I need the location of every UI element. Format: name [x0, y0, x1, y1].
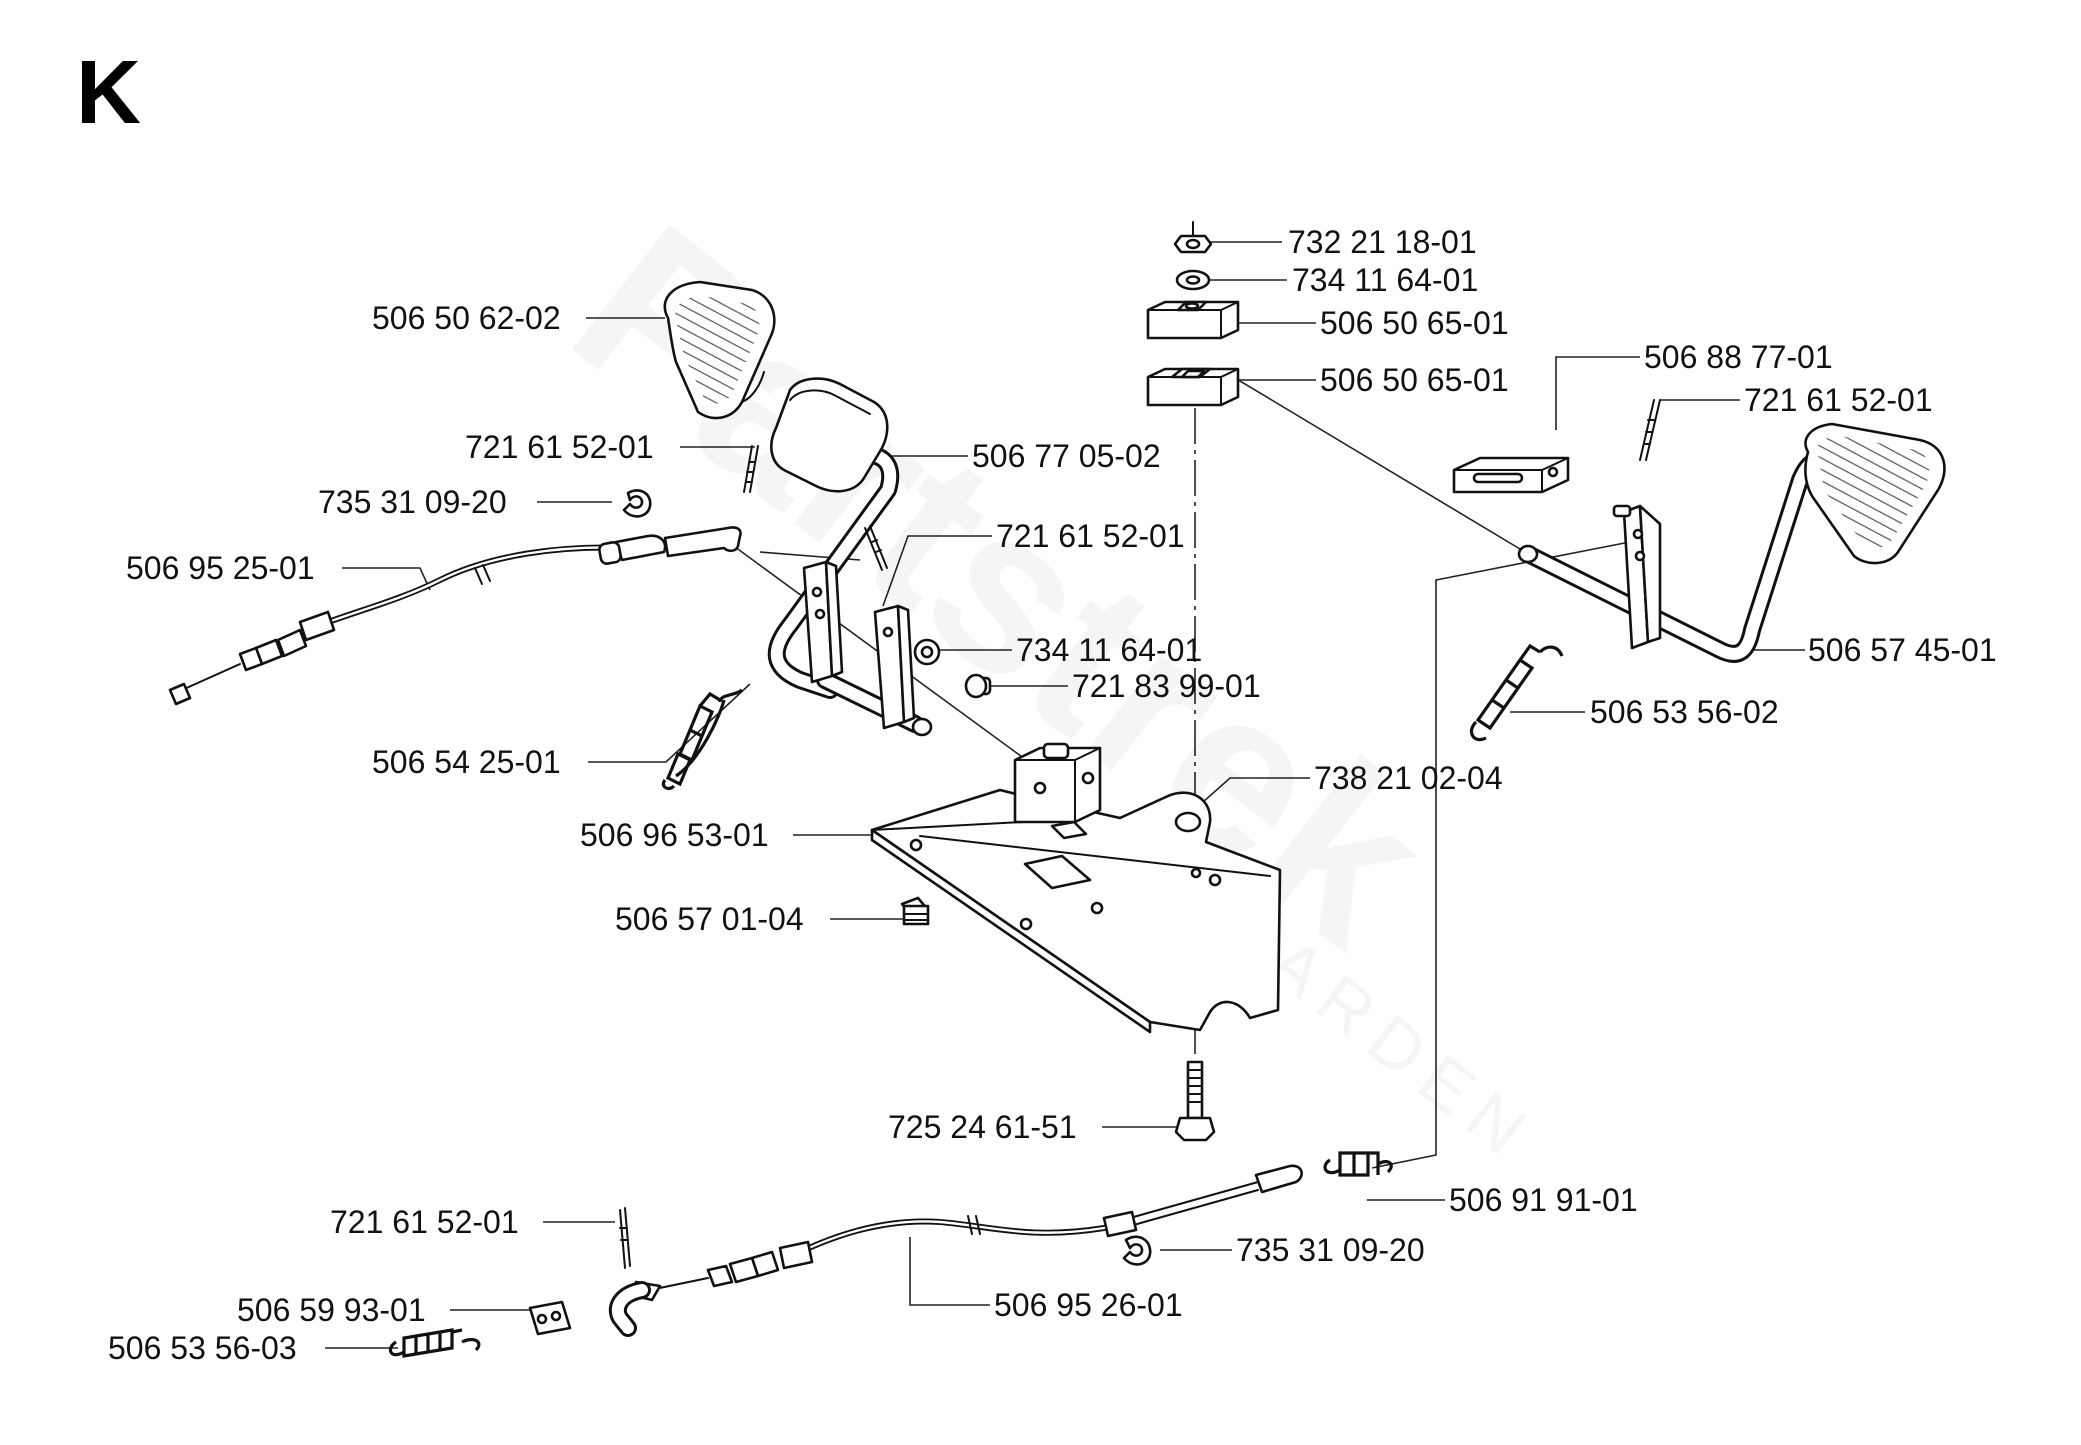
part-label: 721 61 52-01 — [1744, 382, 1933, 418]
part-label: 506 95 26-01 — [994, 1287, 1183, 1323]
clevis-pin-721-83-99-01 — [964, 673, 992, 699]
part-label: 732 21 18-01 — [1288, 224, 1477, 260]
nut-732-21-18-01 — [1173, 221, 1213, 254]
part-label: 735 31 09-20 — [1236, 1232, 1425, 1268]
leader-l25 — [909, 1237, 990, 1306]
cable-506-95-25-01 — [168, 526, 742, 706]
leader-l5 — [1555, 356, 1640, 430]
section-letter: K — [76, 43, 141, 143]
part-label: 738 21 02-04 — [1314, 760, 1503, 796]
pedal-arm-506-77-05-02 — [767, 377, 900, 699]
part-label: 506 77 05-02 — [972, 438, 1161, 474]
pedal-arm-506-57-45-01 — [1517, 422, 1946, 663]
bolt-506-57-01-04 — [900, 896, 930, 926]
part-label: 506 57 01-04 — [615, 901, 804, 937]
pedal-pad-506-50-62-02 — [663, 280, 776, 420]
spring-pin-721-61-52-01-a — [743, 445, 759, 493]
part-label: 506 57 45-01 — [1808, 632, 1997, 668]
part-label: 506 96 53-01 — [580, 817, 769, 853]
part-label: 506 95 25-01 — [126, 550, 315, 586]
part-label: 735 31 09-20 — [318, 484, 507, 520]
leader-l11 — [882, 535, 992, 607]
part-label: 721 61 52-01 — [330, 1204, 519, 1240]
washer-734-11-64-01-b — [913, 638, 941, 666]
cable-506-95-26-01 — [608, 1164, 1303, 1337]
block-lower-506-50-65-01 — [1146, 367, 1240, 407]
part-label: 506 50 62-02 — [372, 300, 561, 336]
spring-pin-721-61-52-01-c — [1639, 399, 1661, 461]
spring-506-53-56-02 — [1470, 643, 1564, 742]
bolt-725-24-61-51 — [1174, 1060, 1216, 1142]
clip-735-31-09-20 — [622, 489, 652, 518]
part-labels: 732 21 18-01 734 11 64-01 506 50 65-01 5… — [108, 224, 1997, 1366]
spring-506-53-56-03 — [388, 1328, 481, 1358]
assembly-axis-diagonal — [1234, 377, 1531, 556]
part-label: 506 50 65-01 — [1320, 362, 1509, 398]
leader-lines — [325, 241, 1805, 1349]
pedal-shaft — [816, 671, 933, 737]
spring-pin-721-61-52-01-b — [864, 525, 888, 571]
spring-pin-721-61-52-01-d — [619, 1207, 631, 1269]
part-label: 734 11 64-01 — [1292, 262, 1478, 298]
part-label: 506 50 65-01 — [1320, 305, 1509, 341]
part-label: 506 88 77-01 — [1644, 339, 1833, 375]
leader-l12 — [342, 567, 431, 591]
part-label: 506 59 93-01 — [237, 1292, 426, 1328]
part-label: 734 11 64-01 — [1016, 632, 1202, 668]
plate-506-59-93-01 — [528, 1300, 572, 1336]
part-label: 506 53 56-03 — [108, 1330, 297, 1366]
part-label: 725 24 61-51 — [888, 1109, 1077, 1145]
washer-734-11-64-01 — [1175, 269, 1211, 291]
slotted-plate-506-88-77-01 — [1452, 456, 1570, 494]
part-label: 506 91 91-01 — [1449, 1182, 1638, 1218]
part-label: 721 61 52-01 — [465, 429, 654, 465]
plate-506-96-53-01 — [870, 788, 1282, 1034]
spring-506-54-25-01 — [661, 688, 744, 791]
clip-735-31-09-20-b — [1122, 1235, 1152, 1266]
spring-506-91-91-01 — [1323, 1151, 1393, 1177]
part-label: 506 54 25-01 — [372, 744, 561, 780]
part-label: 506 53 56-02 — [1590, 694, 1779, 730]
part-label: 721 61 52-01 — [996, 518, 1185, 554]
block-upper-506-50-65-01 — [1146, 300, 1240, 340]
pedal-bracket-right — [1612, 504, 1662, 650]
part-label: 721 83 99-01 — [1072, 668, 1261, 704]
pedal-bracket-left — [802, 560, 916, 730]
bracket-block-738-21-02-04 — [1013, 742, 1102, 824]
